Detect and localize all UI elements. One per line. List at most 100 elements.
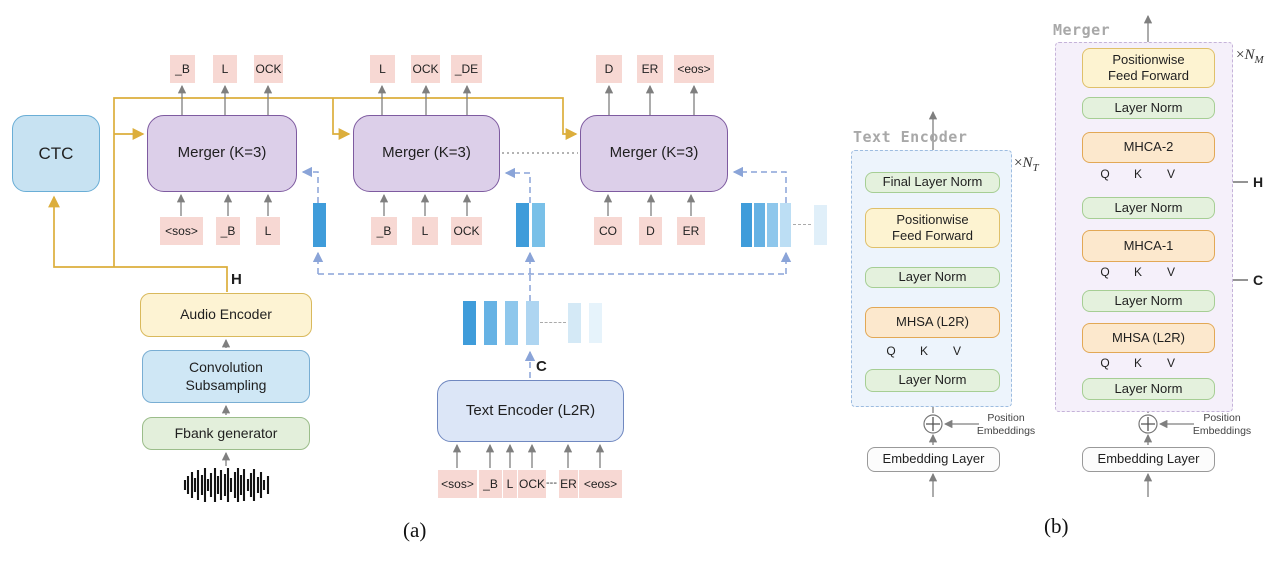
- text-encoder-label: Text Encoder (L2R): [465, 401, 596, 419]
- q-label: Q: [1100, 167, 1110, 181]
- block-label: Layer Norm: [1114, 380, 1183, 396]
- n-sub: M: [1254, 54, 1264, 66]
- layer-norm-block: Layer Norm: [1082, 197, 1215, 219]
- input-token: OCK: [451, 217, 482, 245]
- caption-b: (b): [1044, 514, 1069, 538]
- input-token: _B: [371, 217, 397, 245]
- layer-norm-block: Layer Norm: [1082, 290, 1215, 312]
- block-label: Final Layer Norm: [882, 174, 983, 190]
- conv-label: Convolution Subsampling: [185, 359, 267, 393]
- block-label: Embedding Layer: [1097, 451, 1200, 467]
- layer-norm-block: Layer Norm: [865, 369, 1000, 392]
- merger-panel-title: Merger: [1053, 21, 1111, 39]
- encoded-text-bars: [463, 301, 539, 345]
- context-bars-1: [313, 203, 326, 247]
- output-token: _B: [170, 55, 195, 83]
- caption-a: (a): [403, 518, 427, 542]
- input-token: CO: [594, 217, 622, 245]
- times-sign: ×: [1014, 155, 1023, 171]
- position-embeddings-label: Position Embeddings: [1192, 412, 1252, 437]
- context-bars-2: [516, 203, 545, 247]
- input-token: ER: [677, 217, 705, 245]
- block-label: Layer Norm: [1114, 292, 1183, 308]
- v-label: V: [952, 344, 961, 358]
- output-token: L: [370, 55, 395, 83]
- output-token: <eos>: [674, 55, 714, 83]
- h-label: H: [231, 271, 242, 288]
- input-token: L: [256, 217, 280, 245]
- k-label: K: [1133, 167, 1142, 181]
- mhca1-block: MHCA-1: [1082, 230, 1215, 262]
- mhsa-block: MHSA (L2R): [865, 307, 1000, 338]
- v-label: V: [1166, 265, 1175, 279]
- audio-encoder-label: Audio Encoder: [180, 306, 272, 323]
- bars-ellipsis: [540, 322, 566, 323]
- embedding-layer-block: Embedding Layer: [1082, 447, 1215, 472]
- output-token: ER: [637, 55, 663, 83]
- block-label: Positionwise Feed Forward: [892, 211, 973, 243]
- audio-waveform-icon: [183, 468, 270, 502]
- block-label: Positionwise Feed Forward: [1108, 51, 1189, 83]
- block-label: MHCA-2: [1123, 139, 1174, 155]
- input-token: D: [639, 217, 662, 245]
- input-token: <sos>: [160, 217, 203, 245]
- position-embeddings-label: Position Embeddings: [976, 412, 1036, 437]
- repeat-count-nm: ×NM: [1236, 47, 1264, 66]
- layer-norm-block: Layer Norm: [865, 267, 1000, 288]
- context-bars-3-tail: [814, 205, 827, 245]
- block-label: Layer Norm: [898, 269, 967, 285]
- fbank-label: Fbank generator: [174, 424, 278, 441]
- audio-encoder-block: Audio Encoder: [140, 293, 312, 337]
- k-label: K: [919, 344, 928, 358]
- n-var: N: [1244, 47, 1255, 63]
- merger-label: Merger (K=3): [382, 144, 471, 162]
- layer-norm-block: Layer Norm: [1082, 378, 1215, 400]
- v-label: V: [1166, 356, 1175, 370]
- output-token: _DE: [451, 55, 482, 83]
- k-label: K: [1133, 356, 1142, 370]
- merger-label: Merger (K=3): [609, 144, 699, 162]
- positionwise-ff-block: Positionwise Feed Forward: [865, 208, 1000, 248]
- q-label: Q: [1100, 265, 1110, 279]
- block-label: Embedding Layer: [882, 451, 985, 467]
- text-input-token: OCK: [518, 470, 546, 498]
- positionwise-ff-block: Positionwise Feed Forward: [1082, 48, 1215, 88]
- input-token: L: [412, 217, 438, 245]
- final-layer-norm-block: Final Layer Norm: [865, 172, 1000, 193]
- input-token: _B: [216, 217, 240, 245]
- n-var: N: [1022, 155, 1033, 171]
- merger-block-1: Merger (K=3): [147, 115, 297, 192]
- text-input-token: <eos>: [579, 470, 622, 498]
- ctc-label: CTC: [38, 143, 74, 163]
- q-label: Q: [886, 344, 896, 358]
- block-label: MHCA-1: [1123, 237, 1174, 253]
- merger-label: Merger (K=3): [177, 144, 267, 162]
- bars-ellipsis: [793, 224, 811, 225]
- layer-norm-block: Layer Norm: [1082, 97, 1215, 119]
- text-input-token: ER: [559, 470, 578, 498]
- c-label: C: [536, 358, 547, 375]
- output-token: OCK: [254, 55, 283, 83]
- k-label: K: [1133, 265, 1142, 279]
- fbank-generator-block: Fbank generator: [142, 417, 310, 450]
- text-input-token: L: [503, 470, 517, 498]
- text-input-token: _B: [479, 470, 502, 498]
- h-input-label: H: [1253, 174, 1264, 190]
- context-bars-3: [741, 203, 791, 247]
- q-label: Q: [1100, 356, 1110, 370]
- block-label: Layer Norm: [1114, 199, 1183, 215]
- token-ellipsis: ---: [546, 477, 557, 489]
- merger-block-3: Merger (K=3): [580, 115, 728, 192]
- encoded-text-bars-tail: [568, 303, 602, 343]
- output-token: D: [596, 55, 622, 83]
- mhsa-block: MHSA (L2R): [1082, 323, 1215, 353]
- embedding-layer-block: Embedding Layer: [867, 447, 1000, 472]
- times-sign: ×: [1236, 47, 1245, 63]
- c-input-label: C: [1253, 272, 1264, 288]
- ctc-block: CTC: [12, 115, 100, 192]
- block-label: Layer Norm: [898, 372, 967, 388]
- n-sub: T: [1032, 162, 1039, 174]
- block-label: MHSA (L2R): [1112, 329, 1185, 345]
- text-encoder-panel-title: Text Encoder: [853, 128, 968, 146]
- block-label: MHSA (L2R): [896, 314, 969, 330]
